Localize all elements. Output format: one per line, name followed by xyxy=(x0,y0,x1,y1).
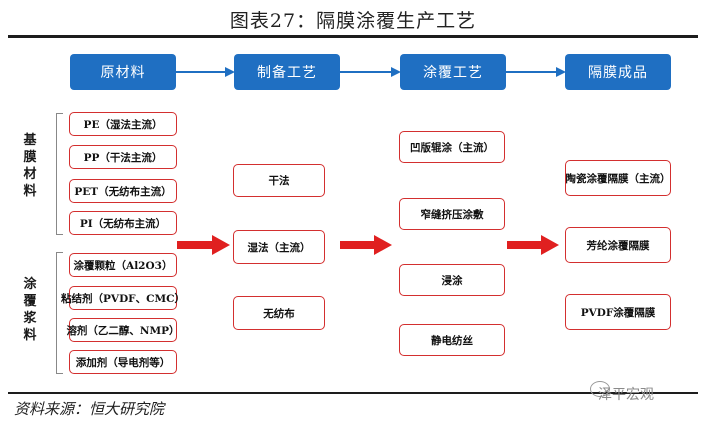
coating-dip: 浸涂 xyxy=(399,264,505,296)
product-pvdf-coated: PVDF涂覆隔膜 xyxy=(565,294,671,330)
watermark: 泽平宏观 xyxy=(598,387,654,403)
slurry-solvent: 溶剂（乙二醇、NMP） xyxy=(66,318,180,342)
figure-title: 图表27：隔膜涂覆生产工艺 xyxy=(229,10,477,32)
stage-finished-product: 隔膜成品 xyxy=(565,54,671,90)
stage-raw-materials: 原材料 xyxy=(70,54,176,90)
coating-electrospinning: 静电纺丝 xyxy=(399,324,505,356)
stage-preparation: 制备工艺 xyxy=(234,54,340,90)
material-pi: PI（无纺布主流） xyxy=(69,211,177,235)
product-ceramic-coated: 陶瓷涂覆隔膜（主流） xyxy=(565,160,671,196)
material-pe: PE（湿法主流） xyxy=(69,112,177,136)
arrow-coating-to-product xyxy=(507,235,559,255)
group-label-coating-slurry: 涂覆浆料 xyxy=(23,277,37,343)
brace-base-film xyxy=(56,113,63,235)
product-aramid-coated: 芳纶涂覆隔膜 xyxy=(565,227,671,263)
coating-gravure-roll: 凹版辊涂（主流） xyxy=(399,131,505,163)
prep-dry-process: 干法 xyxy=(233,164,325,197)
brace-coating-slurry xyxy=(56,252,63,374)
bottom-rule xyxy=(8,392,698,394)
arrow-prep-to-coating xyxy=(340,235,392,255)
prep-wet-process: 湿法（主流） xyxy=(233,230,325,264)
coating-slot-die: 窄缝挤压涂敷 xyxy=(399,198,505,230)
stage-coating: 涂覆工艺 xyxy=(400,54,506,90)
slurry-binder: 粘结剂（PVDF、CMC） xyxy=(61,286,185,310)
top-rule xyxy=(8,35,698,38)
slurry-additive: 添加剂（导电剂等） xyxy=(69,350,177,374)
group-label-base-film: 基膜材料 xyxy=(23,133,37,199)
material-pet: PET（无纺布主流） xyxy=(69,179,177,203)
source-note: 资料来源：恒大研究院 xyxy=(14,400,165,418)
slurry-coating-particles: 涂覆颗粒（Al2O3） xyxy=(69,253,177,277)
material-pp: PP（干法主流） xyxy=(69,145,177,169)
wechat-icon xyxy=(590,381,610,397)
arrow-materials-to-prep xyxy=(177,235,230,255)
prep-nonwoven: 无纺布 xyxy=(233,296,325,330)
